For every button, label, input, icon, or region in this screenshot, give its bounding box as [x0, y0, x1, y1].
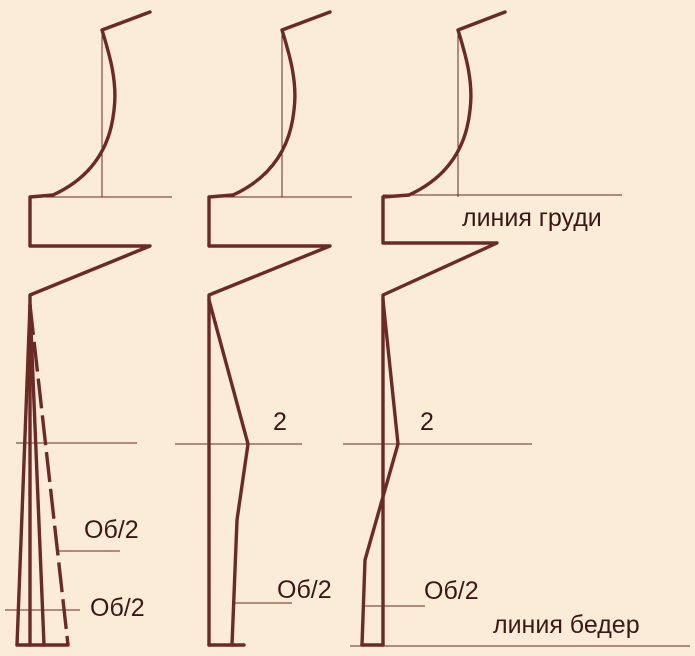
figure-3-side-seam-curve — [360, 298, 400, 647]
figure-1-dart-dashed — [28, 304, 70, 646]
figure-1-body-outline — [28, 193, 152, 647]
figure-2-bust-curve — [231, 10, 332, 197]
figure-1-dart-right — [28, 303, 46, 647]
figure-3: 2 Об/2 линия груди линия бедер — [343, 10, 690, 647]
figure-2-side-seam-curve — [207, 298, 250, 647]
figure-1: Об/2 Об/2 — [5, 10, 172, 647]
figure-2: 2 Об/2 — [175, 10, 352, 647]
figure-3-half-girth-label: Об/2 — [424, 577, 479, 605]
figure-2-half-girth-label: Об/2 — [277, 576, 332, 604]
hip-line-label: линия бедер — [493, 611, 640, 639]
figure-1-dart-left — [15, 303, 32, 647]
figure-3-body-outline — [381, 193, 499, 647]
figure-3-measure-label: 2 — [420, 408, 434, 436]
figure-2-measure-label: 2 — [273, 408, 287, 436]
figure-1-half-girth-label-a: Об/2 — [84, 516, 139, 544]
figure-3-bust-curve — [407, 10, 507, 197]
bust-line-label: линия груди — [462, 204, 602, 232]
figure-1-bust-curve — [51, 10, 152, 197]
figure-1-half-girth-label-b: Об/2 — [90, 594, 145, 622]
